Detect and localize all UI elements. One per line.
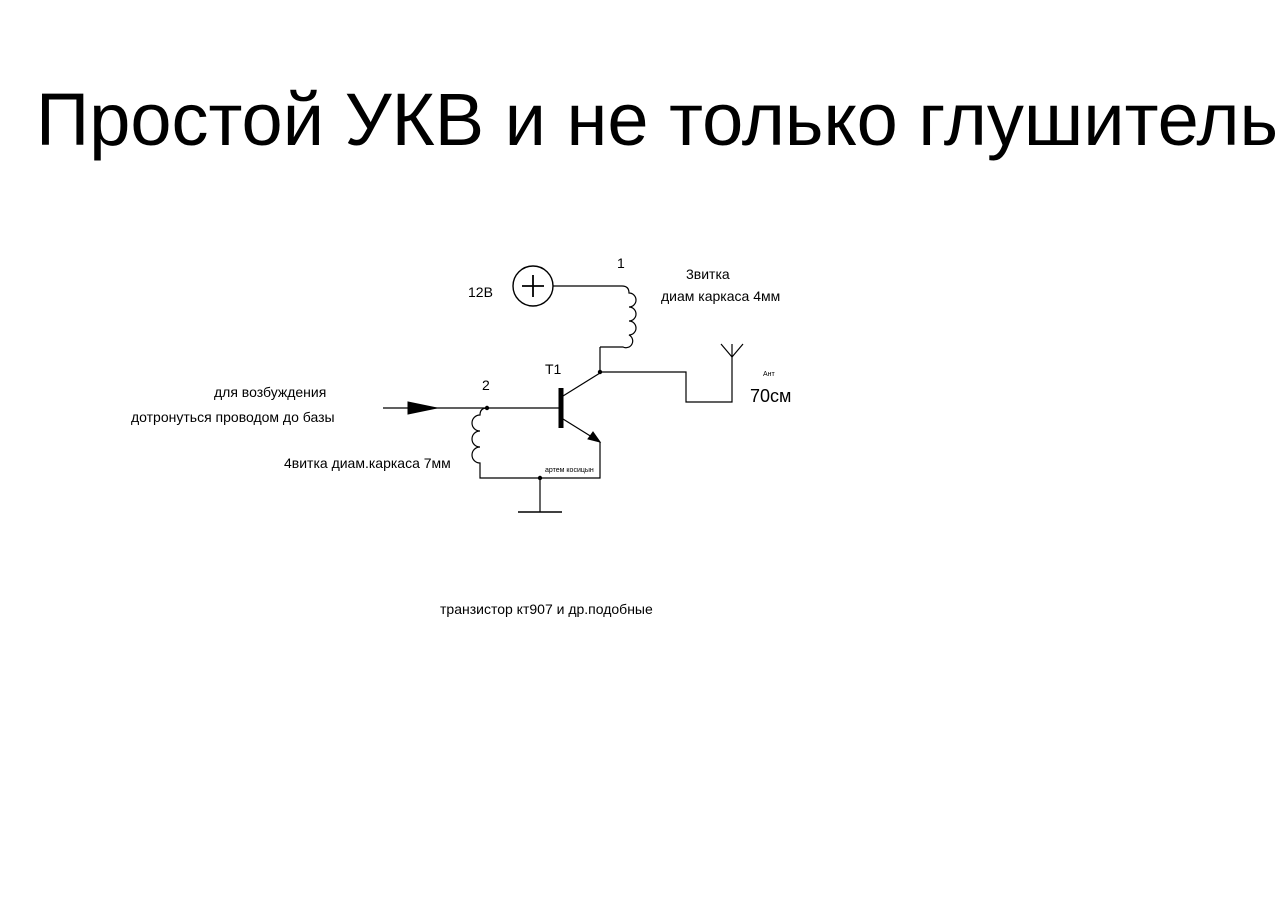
input-arrow [407,401,438,415]
transistor-note: транзистор кт907 и др.подобные [440,601,653,617]
coil2-inductor [471,407,540,479]
excite-instruction-line1: для возбуждения [214,384,327,400]
antenna-left-arm [720,343,733,358]
transistor-emitter-arrow [587,431,602,443]
coil1-diameter-label: диам каркаса 4мм [661,288,781,304]
transistor-label: T1 [545,361,562,377]
wire-collector-to-antenna [600,357,733,403]
wire-emitter-to-ground-rail [540,442,601,479]
coil1-turns-label: 3витка [686,266,730,282]
node-2-label: 2 [482,377,490,393]
page-title: Простой УКВ и не только глушитель [36,78,1279,161]
excite-instruction-line2: дотронуться проводом до базы [131,409,335,425]
coil2-label: 4витка диам.каркаса 7мм [284,455,451,471]
antenna-length-label: 70см [750,386,792,406]
node-1-label: 1 [617,255,625,271]
antenna-right-arm [731,343,744,358]
transistor-collector-lead [562,372,601,397]
antenna-label: Ант [763,371,775,378]
coil1-inductor [600,285,637,349]
author-label: артем косицын [545,467,594,474]
power-label: 12В [468,284,493,300]
